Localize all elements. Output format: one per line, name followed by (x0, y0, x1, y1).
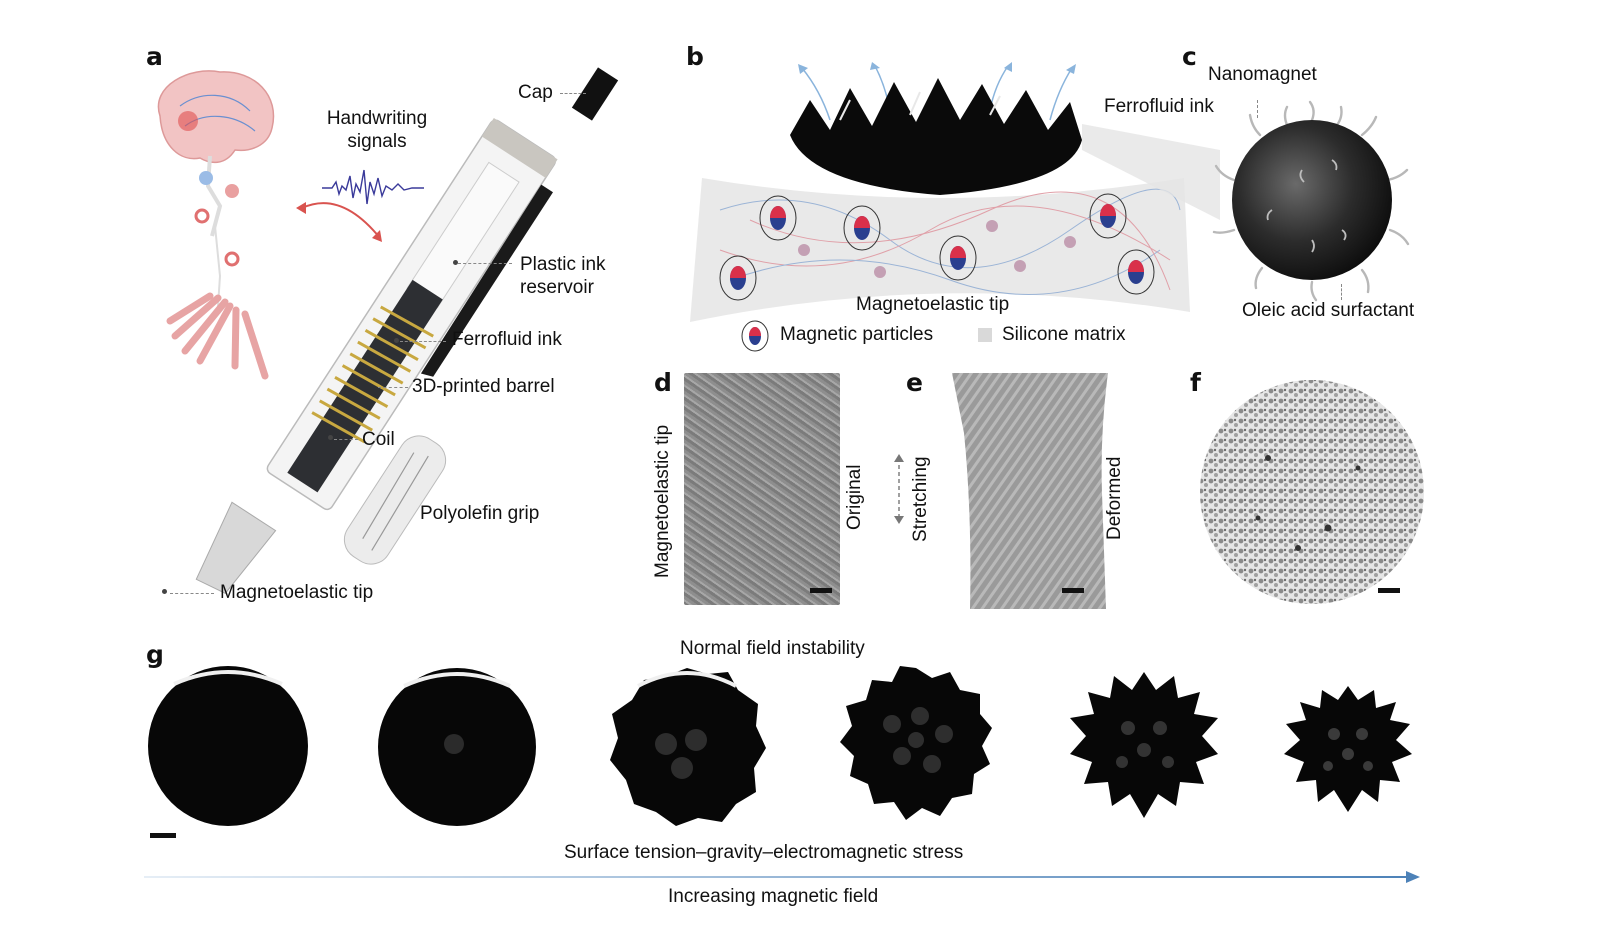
leader-dot-tip (162, 589, 167, 594)
ferrofluid-droplet-3 (610, 668, 766, 826)
magnetic-particle-legend-icon (741, 320, 769, 352)
oleic-acid-surfactant-label: Oleic acid surfactant (1242, 300, 1415, 321)
leader-barrel (378, 387, 408, 388)
ferrofluid-droplet-6 (1284, 686, 1412, 812)
panel-label-c: c (1182, 42, 1197, 71)
grip-label: Polyolefin grip (420, 503, 540, 524)
leader-ferrofluid (400, 341, 446, 342)
legend-silicone-matrix: Silicone matrix (1002, 324, 1126, 345)
ferrofluid-droplet-1 (148, 666, 308, 826)
stretching-label: Stretching (910, 456, 931, 542)
ferrofluid-droplet-4 (840, 666, 992, 820)
silicone-matrix-legend-swatch (978, 328, 992, 342)
panel-label-e: e (906, 368, 923, 397)
handwriting-signal-trace (322, 169, 424, 205)
leader-tip (170, 593, 214, 594)
leader-dot-coil (328, 435, 333, 440)
scale-bar-f (1378, 588, 1400, 593)
panel-label-a: a (146, 42, 163, 71)
leader-surfactant (1341, 284, 1342, 300)
original-state-label: Original (844, 464, 865, 530)
panel-label-g: g (146, 640, 164, 669)
leader-dot-ferrofluid (394, 338, 399, 343)
magnetoelastic-tip-side-label: Magnetoelastic tip (652, 424, 673, 578)
increasing-field-label: Increasing magnetic field (668, 886, 879, 907)
scale-bar-d (810, 588, 832, 593)
increasing-field-arrow (144, 871, 1420, 883)
stress-label: Surface tension–gravity–electromagnetic … (564, 842, 964, 863)
ferrofluid-droplet-2 (378, 668, 536, 826)
tem-nanoparticle-image (1200, 380, 1424, 604)
leader-coil (334, 439, 358, 440)
ferrofluid-droplet-5 (1070, 672, 1218, 818)
ferrofluid-ink-label: Ferrofluid ink (452, 329, 562, 350)
nanomagnet-label: Nanomagnet (1208, 64, 1317, 85)
cap-label: Cap (518, 82, 553, 103)
magnetoelastic-tip-label: Magnetoelastic tip (220, 582, 374, 603)
barrel-label: 3D-printed barrel (412, 376, 555, 397)
scale-bar-g (150, 833, 176, 838)
nanomagnet-sphere (1212, 100, 1410, 302)
leader-cap (560, 93, 586, 94)
coil-label: Coil (362, 429, 395, 450)
leader-nanomagnet (1257, 100, 1258, 118)
panel-label-f: f (1190, 368, 1201, 397)
leader-dot-reservoir (453, 260, 458, 265)
panel-label-d: d (654, 368, 672, 397)
leader-reservoir (458, 263, 512, 264)
stretching-arrow-icon (894, 454, 904, 524)
bidirectional-arrow-icon (296, 202, 382, 242)
ferrofluid-ink-label-b: Ferrofluid ink (1104, 96, 1214, 117)
micrograph-original (684, 373, 840, 605)
pen-illustration (195, 67, 619, 594)
scale-bar-e (1062, 588, 1084, 593)
magnetoelastic-tip-schematic (690, 62, 1220, 322)
brain-illustration (157, 70, 275, 380)
deformed-state-label: Deformed (1104, 456, 1125, 540)
panel-label-b: b (686, 42, 704, 71)
magnetoelastic-tip-label-b: Magnetoelastic tip (856, 294, 1010, 315)
legend-magnetic-particles: Magnetic particles (780, 324, 934, 345)
micrograph-deformed (952, 373, 1108, 609)
normal-field-instability-title: Normal field instability (680, 638, 865, 659)
